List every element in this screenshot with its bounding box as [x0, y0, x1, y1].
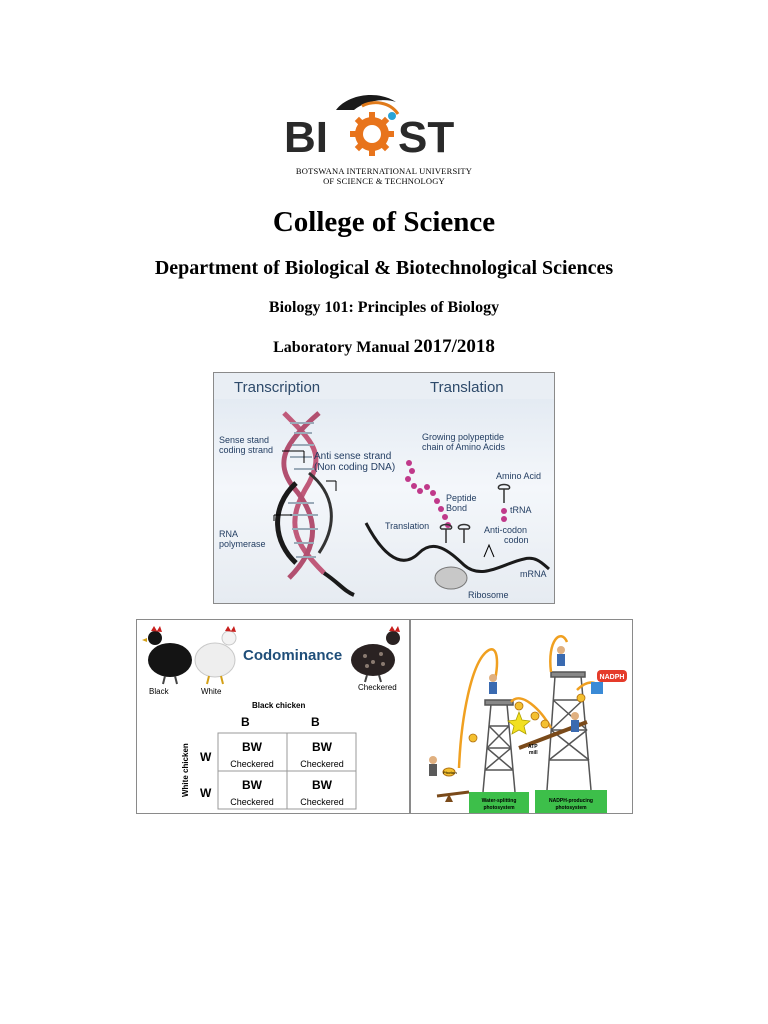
label-mrna: mRNA	[520, 569, 547, 579]
label-nadph-ps-1: NADPH-producing	[549, 798, 593, 804]
department-title: Department of Biological & Biotechnologi…	[154, 257, 614, 279]
university-logo: BI ST BOTSWANA INTERNATIONAL UNIVERSITY …	[278, 88, 490, 188]
nadph-producing-base	[535, 790, 607, 813]
cell-1-2-genotype: BW	[312, 740, 333, 754]
title-translation: Translation	[430, 379, 504, 396]
label-peptide-1: Peptide	[446, 493, 477, 503]
title-transcription: Transcription	[234, 379, 320, 396]
label-translation: Translation	[385, 521, 429, 531]
checkered-hen-image	[351, 626, 400, 683]
label-nadph: NADPH	[600, 674, 625, 681]
ribosome-shape	[434, 566, 468, 590]
manual-year: 2017/2018	[413, 336, 495, 357]
college-title: College of Science	[272, 206, 496, 238]
label-anticodon: Anti-codon	[484, 525, 527, 535]
label-white: White	[201, 687, 222, 696]
codominance-figure: Codominance Black White Checkered Black …	[136, 619, 410, 814]
left-tower	[482, 699, 516, 793]
biust-logo-mark: BI ST	[284, 95, 454, 162]
cell-2-2-genotype: BW	[312, 778, 333, 792]
label-atp-2: mill	[529, 750, 538, 756]
punnett-grid	[217, 732, 357, 810]
photosystem-illustration: NADPH Photon ATP mill Water-splitting ph…	[411, 620, 632, 813]
white-hen-image	[194, 626, 237, 685]
row-allele-2: W	[200, 786, 212, 800]
label-peptide-2: Bond	[446, 503, 467, 513]
label-nadph-ps-2: photosystem	[555, 805, 587, 811]
cell-2-2-phenotype: Checkered	[300, 797, 344, 807]
manual-label: Laboratory Manual	[273, 339, 410, 356]
label-rna-2: polymerase	[219, 539, 266, 549]
label-growing-1: Growing polypeptide	[422, 432, 504, 442]
label-atp-1: ATP	[528, 744, 538, 750]
label-sense-1: Sense stand	[219, 435, 269, 445]
label-amino-acid: Amino Acid	[496, 471, 541, 481]
photosystem-figure: NADPH Photon ATP mill Water-splitting ph…	[410, 619, 633, 814]
label-water-2: photosystem	[483, 805, 515, 811]
dna-illustration: Transcription Translation Sense stand co…	[214, 373, 554, 603]
label-codon: codon	[504, 535, 529, 545]
dna-helix	[275, 411, 355, 597]
worker-figures	[429, 646, 579, 776]
transcription-translation-figure: Transcription Translation Sense stand co…	[213, 372, 555, 604]
row-allele-1: W	[200, 750, 212, 764]
label-sense-2: coding strand	[219, 445, 273, 455]
col-allele-1: B	[241, 715, 250, 729]
logo-university-line2: OF SCIENCE & TECHNOLOGY	[323, 176, 445, 186]
codominance-illustration: Codominance Black White Checkered Black …	[137, 620, 409, 813]
svg-text:BI: BI	[284, 113, 328, 162]
bucket-icon	[591, 682, 603, 694]
label-checkered: Checkered	[358, 683, 397, 692]
label-anti-1: Anti sense strand	[314, 451, 391, 462]
course-title: Biology 101: Principles of Biology	[268, 299, 500, 316]
label-growing-2: chain of Amino Acids	[422, 442, 506, 452]
cell-1-1-genotype: BW	[242, 740, 263, 754]
label-photon: Photon	[443, 770, 457, 775]
manual-title: Laboratory Manual 2017/2018	[0, 336, 768, 358]
label-anti-2: (Non coding DNA)	[314, 462, 395, 473]
label-white-chicken: White chicken	[181, 743, 190, 797]
atp-star	[507, 710, 531, 735]
polypeptide-chain	[405, 460, 451, 528]
logo-university-line1: BOTSWANA INTERNATIONAL UNIVERSITY	[295, 166, 473, 176]
mrna-strand	[364, 522, 550, 573]
water-splitting-base	[469, 792, 529, 813]
label-rna-1: RNA	[219, 529, 238, 539]
codominance-title: Codominance	[243, 647, 342, 664]
label-ribosome: Ribosome	[468, 590, 509, 600]
label-water-1: Water-splitting	[482, 798, 517, 804]
svg-text:ST: ST	[398, 113, 454, 162]
cell-2-1-phenotype: Checkered	[230, 797, 274, 807]
black-hen-image	[142, 626, 192, 685]
label-trna: tRNA	[510, 505, 532, 515]
cell-1-1-phenotype: Checkered	[230, 759, 274, 769]
cell-2-1-genotype: BW	[242, 778, 263, 792]
col-allele-2: B	[311, 715, 320, 729]
nadph-badge	[597, 670, 627, 682]
label-black-chicken: Black chicken	[252, 701, 305, 710]
label-black: Black	[149, 687, 170, 696]
photon-icon	[442, 767, 456, 777]
cell-1-2-phenotype: Checkered	[300, 759, 344, 769]
